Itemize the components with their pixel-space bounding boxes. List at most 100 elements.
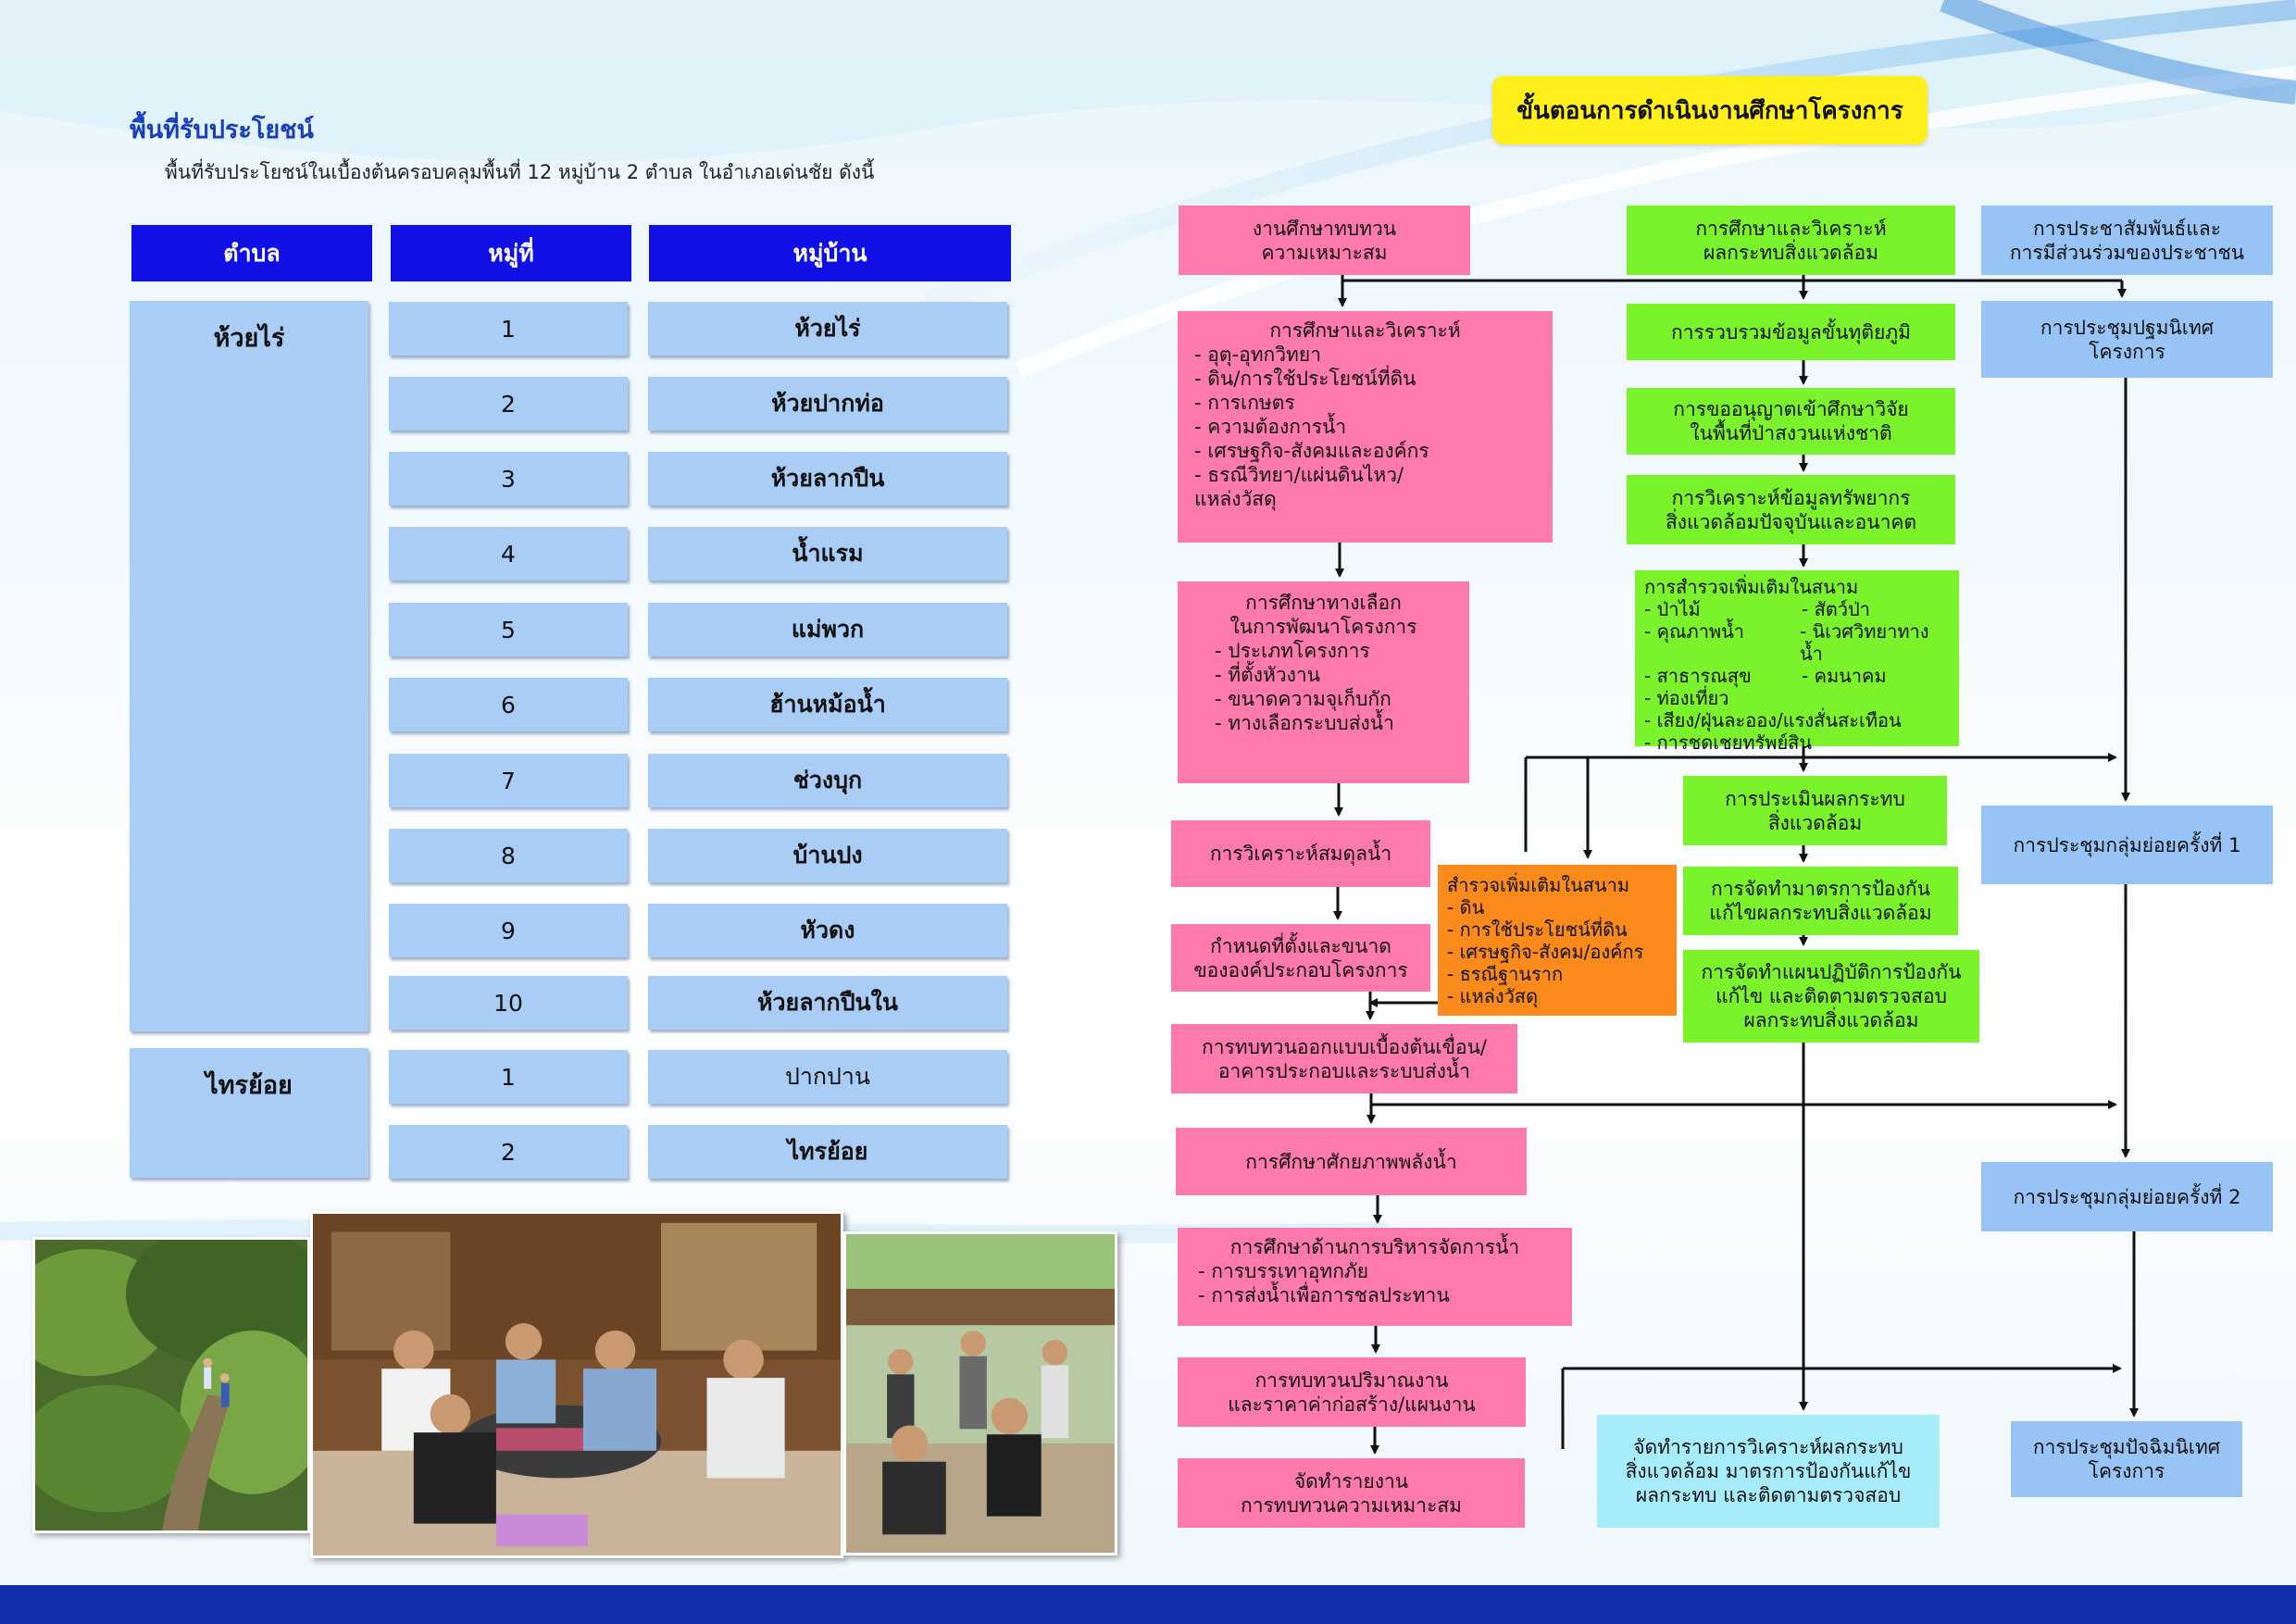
village-cell: ช่วงบุก xyxy=(648,754,1007,807)
flow-box-orientation: การประชุมปฐมนิเทศ โครงการ xyxy=(1981,301,2273,378)
moo-cell: 10 xyxy=(389,976,628,1030)
line: การประชุมปัจฉิมนิเทศ xyxy=(2032,1436,2221,1458)
village-cell: ฮ้านหม้อน้ำ xyxy=(648,678,1007,731)
flow-box-subgroup-meeting-2: การประชุมกลุ่มย่อยครั้งที่ 2 xyxy=(1981,1162,2273,1231)
flow-box-review: งานศึกษาทบทวน ความเหมาะสม xyxy=(1179,206,1470,275)
moo-cell: 5 xyxy=(389,603,628,656)
line: การประชุมปฐมนิเทศ xyxy=(2040,316,2215,339)
line: สิ่งแวดล้อมปัจจุบันและอนาคต xyxy=(1665,510,1917,533)
flow-box-design-review: การทบทวนออกแบบเบื้องต้นเขื่อน/ อาคารประก… xyxy=(1171,1024,1517,1093)
list-item: - ท่องเที่ยว xyxy=(1644,687,1729,709)
pair-row: - ป่าไม้ - สัตว์ป่า xyxy=(1644,598,1950,620)
line: การทบทวนปริมาณงาน xyxy=(1254,1368,1449,1392)
moo-cell: 1 xyxy=(389,302,628,356)
list-item: - แหล่งวัสดุ xyxy=(1447,985,1539,1007)
tambon-cell: ไทรย้อย xyxy=(130,1048,368,1178)
line: อาคารประกอบและระบบส่งน้ำ xyxy=(1217,1059,1471,1082)
flow-title: ขั้นตอนการดำเนินงานศึกษาโครงการ xyxy=(1492,76,1928,144)
line: การทบทวนออกแบบเบื้องต้นเขื่อน/ xyxy=(1201,1035,1488,1058)
flow-box-alternatives: การศึกษาทางเลือก ในการพัฒนาโครงการ - ประ… xyxy=(1178,581,1469,783)
line: สิ่งแวดล้อม xyxy=(1767,811,1863,834)
list-item: - ที่ตั้งหัวงาน xyxy=(1215,664,1321,686)
line: ในพื้นที่ป่าสงวนแห่งชาติ xyxy=(1690,422,1892,444)
moo-cell: 8 xyxy=(389,829,628,882)
line: งานศึกษาทบทวน xyxy=(1252,217,1397,240)
list-item: - การเกษตร xyxy=(1194,392,1295,414)
list-item: - ป่าไม้ xyxy=(1644,598,1701,620)
flow-box-env-field-survey: การสำรวจเพิ่มเติมในสนาม - ป่าไม้ - สัตว์… xyxy=(1635,570,1959,754)
line: การประเมินผลกระทบ xyxy=(1725,787,1905,810)
flow-box-subgroup-meeting-1: การประชุมกลุ่มย่อยครั้งที่ 1 xyxy=(1981,806,2273,884)
line: การขออนุญาตเข้าศึกษาวิจัย xyxy=(1673,398,1909,420)
line: ผลกระทบสิ่งแวดล้อม xyxy=(1703,241,1878,264)
line: การประชาสัมพันธ์และ xyxy=(2032,217,2222,240)
line: ผลกระทบ และติดตามตรวจสอบ xyxy=(1635,1484,1902,1506)
pair-row: - คุณภาพน้ำ - นิเวศวิทยาทางน้ำ xyxy=(1644,620,1950,665)
line: ผลกระทบสิ่งแวดล้อม xyxy=(1743,1009,1919,1031)
list-item: - เสียง/ฝุ่นละออง/แรงสั่นสะเทือน xyxy=(1644,709,1902,731)
line: และราคาค่าก่อสร้าง/แผนงาน xyxy=(1228,1393,1476,1416)
flow-box-cost-review: การทบทวนปริมาณงาน และราคาค่าก่อสร้าง/แผน… xyxy=(1178,1357,1526,1427)
line: การมีส่วนร่วมของประชาชน xyxy=(2009,241,2245,264)
box-heading: การศึกษาด้านการบริหารจัดการน้ำ xyxy=(1229,1236,1520,1258)
village-cell: น้ำแรม xyxy=(648,527,1007,581)
moo-cell: 7 xyxy=(389,754,628,807)
list-item: - สัตว์ป่า xyxy=(1802,598,1870,620)
village-cell: บ้านปง xyxy=(648,829,1007,882)
list-item: - ความต้องการน้ำ xyxy=(1194,416,1347,438)
box-heading: ในการพัฒนาโครงการ xyxy=(1229,616,1417,638)
moo-cell: 6 xyxy=(389,678,628,731)
list-item: - ธรณีวิทยา/แผ่นดินไหว/ xyxy=(1194,464,1404,486)
list-item: - ดิน xyxy=(1447,896,1485,918)
village-cell: ห้วยไร่ xyxy=(648,302,1007,356)
list-item: - การบรรเทาอุทกภัย xyxy=(1198,1260,1369,1282)
line: โครงการ xyxy=(2089,340,2165,363)
flow-box-final-meeting: การประชุมปัจฉิมนิเทศ โครงการ xyxy=(2011,1421,2242,1497)
benefit-title: พื้นที่รับประโยชน์ xyxy=(130,116,314,144)
header-tambon: ตำบล xyxy=(131,225,372,281)
flow-box-secondary-data: การรวบรวมข้อมูลขั้นทุติยภูมิ xyxy=(1627,304,1955,360)
bottom-bar xyxy=(0,1585,2296,1624)
list-item: แหล่งวัสดุ xyxy=(1194,488,1277,510)
forest-path-photo xyxy=(32,1237,310,1533)
header-moo: หมู่ที่ xyxy=(391,225,631,281)
list-item: - การใช้ประโยชน์ที่ดิน xyxy=(1447,918,1628,941)
flow-box-eia-study: การศึกษาและวิเคราะห์ ผลกระทบสิ่งแวดล้อม xyxy=(1627,206,1955,275)
box-heading: การศึกษาและวิเคราะห์ xyxy=(1269,319,1461,342)
pair-row: - สาธารณสุข - คมนาคม xyxy=(1644,665,1950,687)
flow-box-public-relations: การประชาสัมพันธ์และ การมีส่วนร่วมของประช… xyxy=(1981,206,2273,275)
flow-box-mitigation: การจัดทำมาตรการป้องกัน แก้ไขผลกระทบสิ่งแ… xyxy=(1683,867,1958,935)
flow-box-final-report: จัดทำรายงาน การทบทวนความเหมาะสม xyxy=(1178,1458,1525,1528)
meeting-photo xyxy=(310,1211,843,1558)
list-item: - ธรณีฐานราก xyxy=(1447,963,1564,985)
flow-box-resource-analysis: การวิเคราะห์ข้อมูลทรัพยากร สิ่งแวดล้อมปั… xyxy=(1627,475,1955,544)
tambon-cell: ห้วยไร่ xyxy=(130,301,368,1031)
line: กำหนดที่ตั้งและขนาด xyxy=(1210,934,1391,957)
box-heading: การสำรวจเพิ่มเติมในสนาม xyxy=(1644,576,1859,598)
list-item: - การชดเชยทรัพย์สิน xyxy=(1644,731,1813,754)
moo-cell: 9 xyxy=(389,904,628,957)
flow-box-permit: การขออนุญาตเข้าศึกษาวิจัย ในพื้นที่ป่าสง… xyxy=(1627,388,1955,455)
village-cell: แม่พวก xyxy=(648,603,1007,656)
line: ขององค์ประกอบโครงการ xyxy=(1193,958,1408,981)
list-item: - ประเภทโครงการ xyxy=(1215,640,1370,662)
list-item: - คุณภาพน้ำ xyxy=(1644,620,1745,643)
flow-box-field-survey-engineering: สำรวจเพิ่มเติมในสนาม - ดิน - การใช้ประโย… xyxy=(1438,865,1677,1016)
list-item: - ทางเลือกระบบส่งน้ำ xyxy=(1215,712,1394,734)
list-item: - เศรษฐกิจ-สังคมและองค์กร xyxy=(1194,440,1429,462)
list-item: - เศรษฐกิจ-สังคม/องค์กร xyxy=(1447,941,1644,963)
moo-cell: 4 xyxy=(389,527,628,581)
line: จัดทำรายการวิเคราะห์ผลกระทบ xyxy=(1633,1436,1903,1458)
benefit-intro: พื้นที่รับประโยชน์ในเบื้องต้นครอบคลุมพื้… xyxy=(165,161,875,183)
line: การจัดทำแผนปฏิบัติการป้องกัน xyxy=(1701,961,1962,983)
moo-cell: 2 xyxy=(389,377,628,431)
flow-box-eia-assessment: การประเมินผลกระทบ สิ่งแวดล้อม xyxy=(1683,776,1947,845)
flow-box-water-balance: การวิเคราะห์สมดุลน้ำ xyxy=(1171,820,1430,887)
flow-box-locate-components: กำหนดที่ตั้งและขนาด ขององค์ประกอบโครงการ xyxy=(1171,924,1430,992)
village-cell: ห้วยลากปืน xyxy=(648,452,1007,506)
list-item: - ขนาดความจุเก็บกัก xyxy=(1215,688,1391,710)
flow-box-hydropower: การศึกษาศักยภาพพลังน้ำ xyxy=(1176,1128,1527,1195)
box-heading: การศึกษาทางเลือก xyxy=(1245,592,1402,614)
village-cell: ปากปาน xyxy=(648,1050,1007,1104)
